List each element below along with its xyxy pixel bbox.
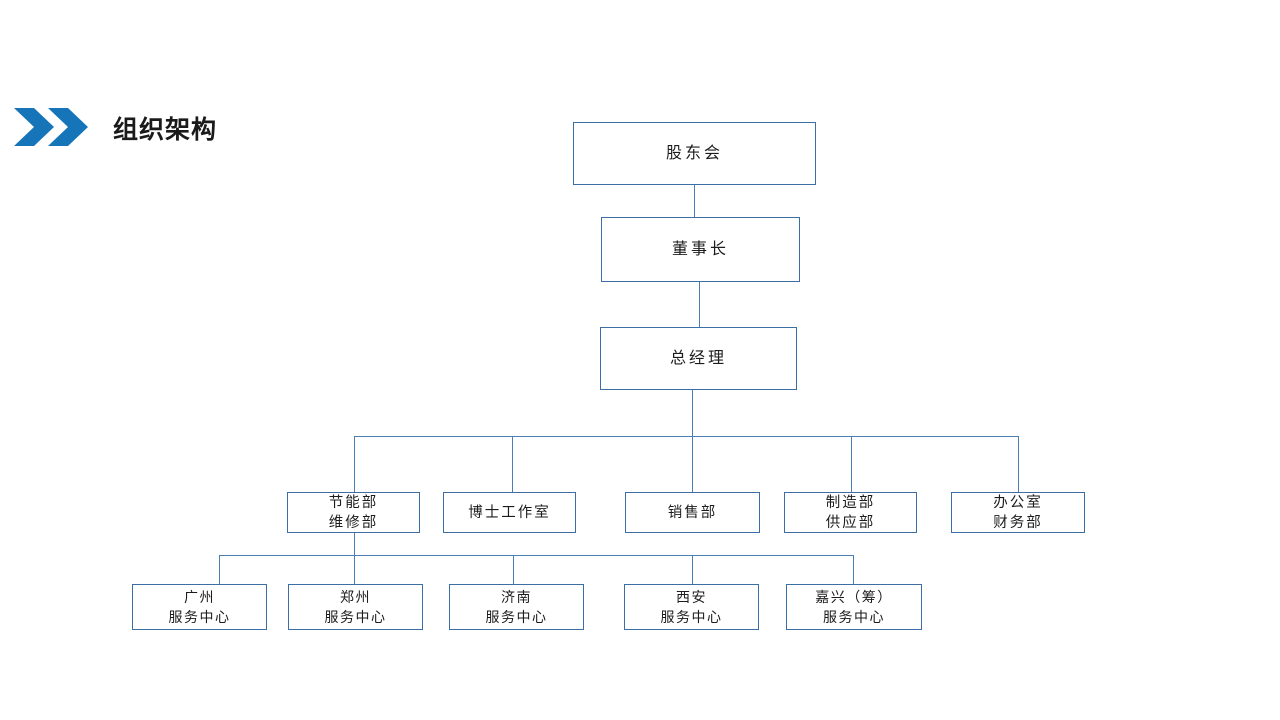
service-center-bus-line (219, 555, 854, 556)
slide-header: 组织架构 (0, 50, 600, 146)
org-node-dept-3[interactable]: 销售部 (625, 492, 760, 533)
connector-gm-to-dept-bus (692, 390, 693, 436)
connector-shareholders-to-chairman (694, 185, 695, 217)
center-drop-line-4 (692, 555, 693, 584)
page-title: 组织架构 (113, 116, 218, 144)
org-node-chairman[interactable]: 董事长 (601, 217, 800, 282)
org-node-center-4[interactable]: 西安 服务中心 (624, 584, 759, 630)
org-node-dept-4[interactable]: 制造部 供应部 (784, 492, 917, 533)
org-node-general-manager[interactable]: 总经理 (600, 327, 797, 390)
dept-bus-line (354, 436, 1019, 437)
org-node-shareholders[interactable]: 股东会 (573, 122, 816, 185)
org-node-dept-5[interactable]: 办公室 财务部 (951, 492, 1085, 533)
center-drop-line-5 (853, 555, 854, 584)
org-node-center-3[interactable]: 济南 服务中心 (449, 584, 584, 630)
center-drop-line-3 (513, 555, 514, 584)
org-node-dept-1[interactable]: 节能部 维修部 (287, 492, 420, 533)
connector-dept1-to-center-bus (354, 533, 355, 555)
org-node-center-1[interactable]: 广州 服务中心 (132, 584, 267, 630)
org-node-dept-2[interactable]: 博士工作室 (443, 492, 576, 533)
center-drop-line-1 (219, 555, 220, 584)
dept-drop-line-4 (851, 436, 852, 492)
dept-drop-line-3 (692, 436, 693, 492)
dept-drop-line-2 (512, 436, 513, 492)
org-node-center-5[interactable]: 嘉兴（筹） 服务中心 (786, 584, 922, 630)
dept-drop-line-5 (1018, 436, 1019, 492)
dept-drop-line-1 (354, 436, 355, 492)
connector-chairman-to-gm (699, 282, 700, 327)
double-chevron-right-icon (14, 108, 90, 146)
org-node-center-2[interactable]: 郑州 服务中心 (288, 584, 423, 630)
center-drop-line-2 (354, 555, 355, 584)
